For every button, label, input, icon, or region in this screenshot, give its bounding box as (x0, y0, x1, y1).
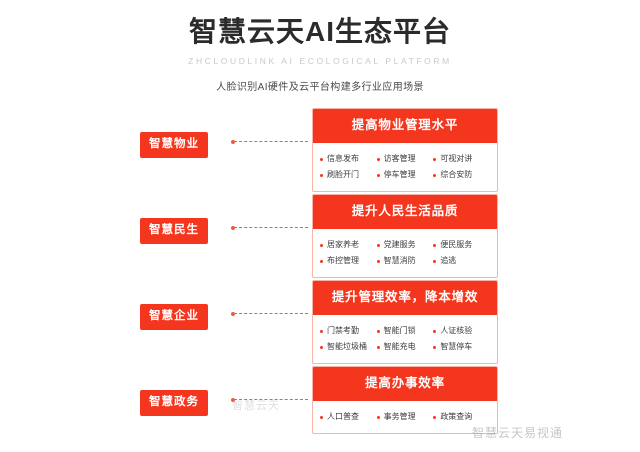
feature-label: 布控管理 (327, 256, 359, 265)
card-title: 提高办事效率 (313, 367, 497, 401)
card-feature-list: 门禁考勤 智能门锁 人证核验 智能垃圾桶 智能充电 智慧停车 (313, 315, 497, 363)
scenario-card-property[interactable]: 提高物业管理水平 信息发布 访客管理 可视对讲 刷脸开门 停车管理 综合安防 (312, 108, 498, 192)
feature-label: 刷脸开门 (327, 170, 359, 179)
diagram-row: 智慧民生 提升人民生活品质 居家养老 党建服务 便民服务 布控管理 智慧消防 追… (0, 194, 640, 280)
feature-item: 人证核验 (433, 325, 490, 337)
bullet-icon (320, 243, 323, 247)
bullet-icon (320, 173, 323, 177)
connector-dot (231, 226, 235, 230)
feature-item: 人口普查 (320, 411, 377, 423)
bullet-icon (376, 243, 380, 247)
page-subtitle: ZHCLOUDLINK AI ECOLOGICAL PLATFORM (188, 56, 452, 66)
feature-item: 智能门锁 (376, 325, 434, 337)
feature-label: 停车管理 (383, 170, 416, 179)
page-tagline: 人脸识别AI硬件及云平台构建多行业应用场景 (216, 82, 424, 93)
feature-label: 可视对讲 (440, 154, 473, 163)
card-feature-list: 人口普查 事务管理 政策查询 (313, 401, 497, 433)
bullet-icon (376, 329, 380, 333)
connector-line (231, 226, 308, 230)
bullet-icon (433, 329, 437, 333)
feature-label: 智能门锁 (383, 326, 416, 335)
feature-item: 智能充电 (376, 341, 434, 353)
feature-label: 追逃 (440, 256, 457, 265)
connector-line (231, 140, 308, 144)
page-title: 智慧云天AI生态平台 (188, 16, 451, 47)
scenario-card-government[interactable]: 提高办事效率 人口普查 事务管理 政策查询 (312, 366, 498, 434)
feature-item: 党建服务 (376, 239, 434, 251)
feature-item: 追逃 (433, 255, 490, 267)
bullet-icon (433, 345, 437, 349)
category-tag-livelihood[interactable]: 智慧民生 (140, 218, 208, 244)
card-title: 提升人民生活品质 (313, 195, 497, 229)
feature-item: 居家养老 (320, 239, 377, 251)
bullet-icon (320, 259, 323, 263)
card-title: 提高物业管理水平 (313, 109, 497, 143)
feature-label: 事务管理 (383, 412, 416, 421)
feature-label: 门禁考勤 (327, 326, 359, 335)
bullet-icon (376, 345, 380, 349)
bullet-icon (433, 243, 437, 247)
connector-line (231, 312, 308, 316)
feature-label: 信息发布 (327, 154, 359, 163)
connector-dot (231, 312, 235, 316)
feature-label: 便民服务 (440, 240, 473, 249)
bullet-icon (320, 345, 323, 349)
feature-label: 智能垃圾桶 (327, 342, 367, 351)
bullet-icon (433, 415, 437, 419)
bullet-icon (376, 173, 380, 177)
feature-label: 人证核验 (440, 326, 473, 335)
feature-item: 智慧停车 (433, 341, 490, 353)
feature-label: 党建服务 (383, 240, 416, 249)
category-tag-government[interactable]: 智慧政务 (140, 390, 208, 416)
feature-item: 政策查询 (433, 411, 490, 423)
category-tag-property[interactable]: 智慧物业 (140, 132, 208, 158)
feature-item: 便民服务 (433, 239, 490, 251)
feature-label: 智慧消防 (383, 256, 416, 265)
feature-item: 停车管理 (376, 169, 434, 181)
bullet-icon (320, 329, 323, 333)
feature-item: 刷脸开门 (320, 169, 377, 181)
card-title: 提升管理效率，降本增效 (313, 281, 497, 315)
feature-item: 信息发布 (320, 153, 377, 165)
feature-label: 人口普查 (327, 412, 359, 421)
bullet-icon (433, 259, 437, 263)
diagram-row: 智慧物业 提高物业管理水平 信息发布 访客管理 可视对讲 刷脸开门 停车管理 综… (0, 108, 640, 194)
feature-label: 访客管理 (383, 154, 416, 163)
feature-item: 门禁考勤 (320, 325, 377, 337)
connector-dot (231, 140, 235, 144)
feature-label: 政策查询 (440, 412, 473, 421)
feature-item: 智慧消防 (376, 255, 434, 267)
feature-label: 居家养老 (327, 240, 359, 249)
feature-item: 布控管理 (320, 255, 377, 267)
feature-item: 智能垃圾桶 (320, 341, 377, 353)
bullet-icon (320, 415, 323, 419)
feature-item: 综合安防 (433, 169, 490, 181)
card-feature-list: 信息发布 访客管理 可视对讲 刷脸开门 停车管理 综合安防 (313, 143, 497, 191)
feature-label: 综合安防 (440, 170, 473, 179)
bullet-icon (433, 173, 437, 177)
feature-label: 智慧停车 (440, 342, 473, 351)
bullet-icon (433, 157, 437, 161)
feature-item: 访客管理 (376, 153, 434, 165)
diagram-row: 智慧企业 提升管理效率，降本增效 门禁考勤 智能门锁 人证核验 智能垃圾桶 智能… (0, 280, 640, 366)
page-header: 智慧云天AI生态平台 ZHCLOUDLINK AI ECOLOGICAL PLA… (0, 14, 640, 95)
bullet-icon (376, 415, 380, 419)
feature-item: 可视对讲 (433, 153, 490, 165)
category-tag-enterprise[interactable]: 智慧企业 (140, 304, 208, 330)
diagram-row: 智慧政务 提高办事效率 人口普查 事务管理 政策查询 (0, 366, 640, 452)
connector-dot (231, 398, 235, 402)
connector-line (231, 398, 308, 402)
scenario-card-livelihood[interactable]: 提升人民生活品质 居家养老 党建服务 便民服务 布控管理 智慧消防 追逃 (312, 194, 498, 278)
card-feature-list: 居家养老 党建服务 便民服务 布控管理 智慧消防 追逃 (313, 229, 497, 277)
diagram-rows: 智慧物业 提高物业管理水平 信息发布 访客管理 可视对讲 刷脸开门 停车管理 综… (0, 108, 640, 452)
bullet-icon (376, 259, 380, 263)
scenario-card-enterprise[interactable]: 提升管理效率，降本增效 门禁考勤 智能门锁 人证核验 智能垃圾桶 智能充电 智慧… (312, 280, 498, 364)
bullet-icon (376, 157, 380, 161)
feature-label: 智能充电 (383, 342, 416, 351)
bullet-icon (320, 157, 323, 161)
feature-item: 事务管理 (376, 411, 434, 423)
